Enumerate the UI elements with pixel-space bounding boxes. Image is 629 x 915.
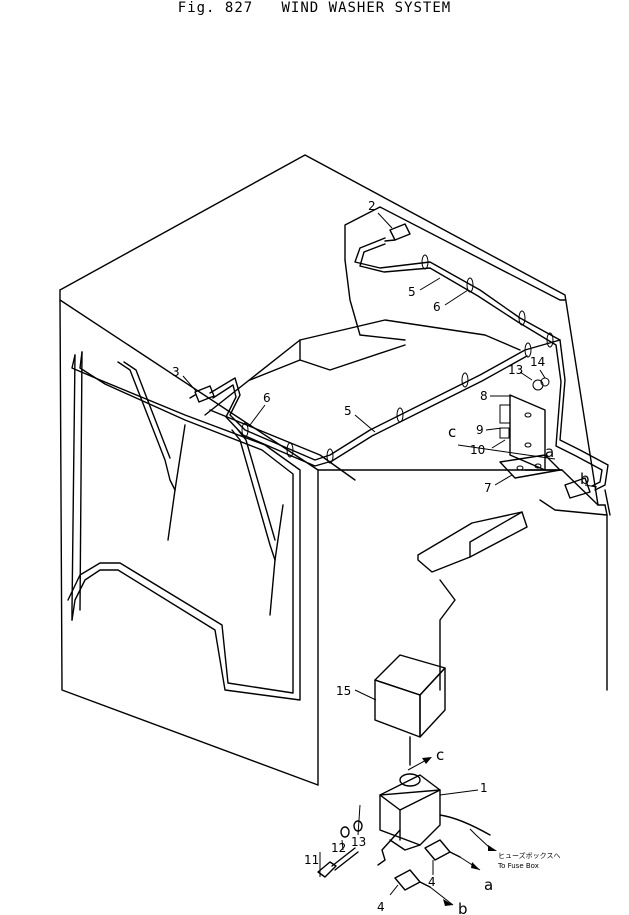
bracket-assembly: [499, 377, 561, 479]
callout-14: 14: [530, 355, 545, 369]
fitting-4-b: [394, 869, 431, 891]
washer-hose: [209, 237, 609, 491]
callout-4-upper: 4: [428, 875, 436, 889]
fitting-4-a: [424, 839, 461, 861]
callout-2: 2: [368, 199, 376, 213]
callout-11: 11: [304, 853, 319, 867]
relay-box-15: [374, 654, 446, 766]
callout-3: 3: [172, 365, 180, 379]
callout-1: 1: [480, 781, 488, 795]
nozzle-2: [384, 223, 411, 242]
callout-7: 7: [484, 481, 492, 495]
arrowheads: [422, 757, 497, 906]
connector-b-bottom: b: [458, 900, 468, 915]
callout-5-lower: 5: [344, 404, 352, 418]
figure-number: Fig. 827: [177, 0, 254, 16]
callout-8: 8: [480, 389, 488, 403]
wiper-arms: [117, 361, 284, 616]
callout-6-upper: 6: [433, 300, 441, 314]
windshield-frame: [67, 351, 301, 701]
washer-12: [340, 826, 350, 838]
washer-tank-1: [377, 773, 491, 866]
cab-body: [59, 154, 611, 786]
callout-13-lower: 13: [351, 835, 366, 849]
note-japanese: ヒューズボックスへ: [498, 851, 560, 860]
leader-lines: [182, 212, 598, 906]
callout-12: 12: [331, 841, 346, 855]
note-english: To Fuse Box: [497, 862, 539, 870]
callout-6-lower: 6: [263, 391, 271, 405]
callout-15: 15: [336, 684, 351, 698]
callout-4-lower: 4: [377, 900, 385, 914]
connector-c-top: c: [448, 423, 456, 441]
callout-13-upper: 13: [508, 363, 523, 377]
callout-5-upper: 5: [408, 285, 416, 299]
bolt-11: [317, 847, 359, 878]
connector-a-bottom: a: [484, 876, 493, 894]
figure-title: Fig. 827 WIND WASHER SYSTEM: [0, 0, 629, 16]
figure-caption: WIND WASHER SYSTEM: [281, 0, 452, 16]
connector-c-bottom: c: [436, 746, 444, 764]
callout-9: 9: [476, 423, 484, 437]
connector-b-top: b: [580, 470, 590, 488]
connector-a-top: a: [545, 443, 554, 461]
callout-10: 10: [470, 443, 485, 457]
nozzle-3: [189, 385, 215, 403]
